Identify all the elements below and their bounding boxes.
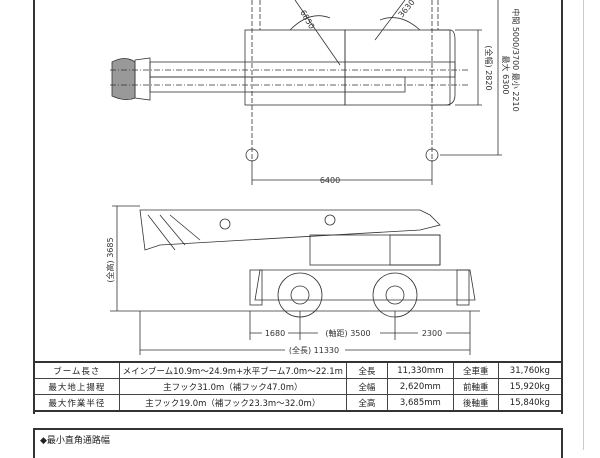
spec-table: ブーム長さ メインブーム10.9m～24.9m+水平ブーム7.0m～22.1m … <box>33 361 563 412</box>
rear-overhang-dim: 2300 <box>422 329 442 338</box>
spec-label: 最大作業半径 <box>33 394 120 412</box>
wheelbase-dim: (軸距) 3500 <box>325 328 370 338</box>
spec-label: ブーム長さ <box>33 361 120 379</box>
spec-value: 主フック19.0m（補フック23.3m～32.0m） <box>118 394 347 412</box>
outrigger-span-dim: 6400 <box>320 176 340 185</box>
dim-label: 全高 <box>345 394 388 412</box>
dim-label: 全長 <box>345 361 388 379</box>
table-row: 最大作業半径 主フック19.0m（補フック23.3m～32.0m） 全高 3,6… <box>33 394 563 412</box>
page-frame <box>33 0 563 414</box>
max-outrigger-dim: 最大 6300 <box>501 56 511 95</box>
section-title: ◆最小直角通路幅 <box>40 436 110 446</box>
front-overhang-dim: 1680 <box>265 329 285 338</box>
weight-value: 31,760kg <box>497 361 563 379</box>
table-row: 最大地上揚程 主フック31.0m（補フック47.0m） 全幅 2,620mm 前… <box>33 378 563 395</box>
weight-label: 後軸重 <box>452 394 499 412</box>
mid-outrigger-dim: 中間 5000/3700 最小 2210 <box>511 8 521 111</box>
dim-value: 2,620mm <box>386 378 454 395</box>
table-row: ブーム長さ メインブーム10.9m～24.9m+水平ブーム7.0m～22.1m … <box>33 361 563 379</box>
swing-radius-1: 6850 <box>298 9 316 31</box>
top-view <box>110 0 502 185</box>
width-dim: (全幅) 2820 <box>484 45 494 90</box>
min-aisle-width-section: ◆最小直角通路幅 <box>33 428 563 458</box>
overall-length-dim: (全長) 11330 <box>289 345 339 355</box>
spec-label: 最大地上揚程 <box>33 378 120 395</box>
spec-value: メインブーム10.9m～24.9m+水平ブーム7.0m～22.1m <box>118 361 347 379</box>
dim-value: 3,685mm <box>386 394 454 412</box>
crane-drawing: 6400 (全幅) 2820 最大 6300 中間 5000/3700 最小 2… <box>105 0 521 355</box>
page-edge-line <box>583 0 584 450</box>
spec-value: 主フック31.0m（補フック47.0m） <box>118 378 347 395</box>
height-dim: (全高) 3685 <box>105 237 115 282</box>
dim-value: 11,330mm <box>386 361 454 379</box>
weight-value: 15,920kg <box>497 378 563 395</box>
weight-label: 前軸重 <box>452 378 499 395</box>
weight-value: 15,840kg <box>497 394 563 412</box>
swing-radius-2: 3630 <box>397 0 417 19</box>
weight-label: 全車重 <box>452 361 499 379</box>
dim-label: 全幅 <box>345 378 388 395</box>
